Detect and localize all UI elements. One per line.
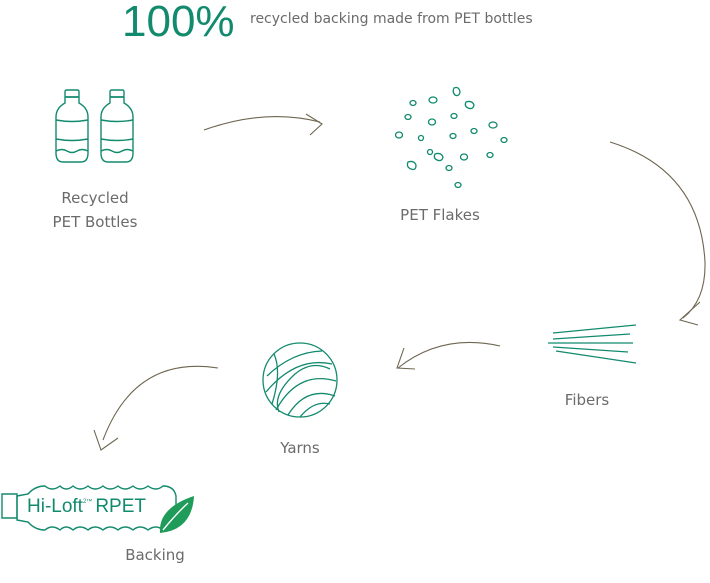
- step-label-fibers: Fibers: [547, 388, 627, 412]
- step-label-yarns: Yarns: [260, 436, 340, 460]
- arrow-flakes-to-fibers: [609, 141, 706, 319]
- step-label-bottles-line1: Recycled: [61, 189, 129, 207]
- headline-percent: 100%: [122, 0, 235, 46]
- arrow-fibers-to-yarns-head: [396, 347, 416, 370]
- backing-bottle-logo-icon: [1, 485, 194, 533]
- arrow-yarns-to-backing: [102, 365, 219, 441]
- brand-name: Hi-Loft: [27, 496, 83, 517]
- step-label-flakes: PET Flakes: [380, 203, 500, 227]
- step-label-backing: Backing: [110, 543, 200, 567]
- step-label-backing-line1: Backing: [125, 546, 185, 564]
- step-label-bottles-line2: PET Bottles: [52, 213, 138, 231]
- fibers-icon: [548, 324, 637, 364]
- yarn-ball-icon: [262, 342, 338, 418]
- pet-flakes-icon: [394, 86, 508, 189]
- pet-bottles-icon: [55, 89, 134, 163]
- step-label-fibers-line1: Fibers: [564, 391, 610, 409]
- step-label-bottles: Recycled PET Bottles: [40, 186, 150, 234]
- brand-suffix: RPET: [95, 496, 146, 517]
- arrow-bottles-to-flakes: [203, 116, 321, 131]
- arrow-fibers-to-yarns: [397, 341, 501, 369]
- headline-subtitle: recycled backing made from PET bottles: [250, 11, 533, 27]
- arrow-yarns-to-backing-head: [93, 429, 119, 451]
- step-label-yarns-line1: Yarns: [280, 439, 320, 457]
- brand-superscript: 2™: [82, 499, 93, 505]
- step-label-flakes-line1: PET Flakes: [400, 206, 480, 224]
- arrow-bottles-to-flakes-head: [305, 113, 323, 136]
- arrow-flakes-to-fibers-head: [678, 301, 701, 326]
- flow-arrows: [93, 113, 706, 451]
